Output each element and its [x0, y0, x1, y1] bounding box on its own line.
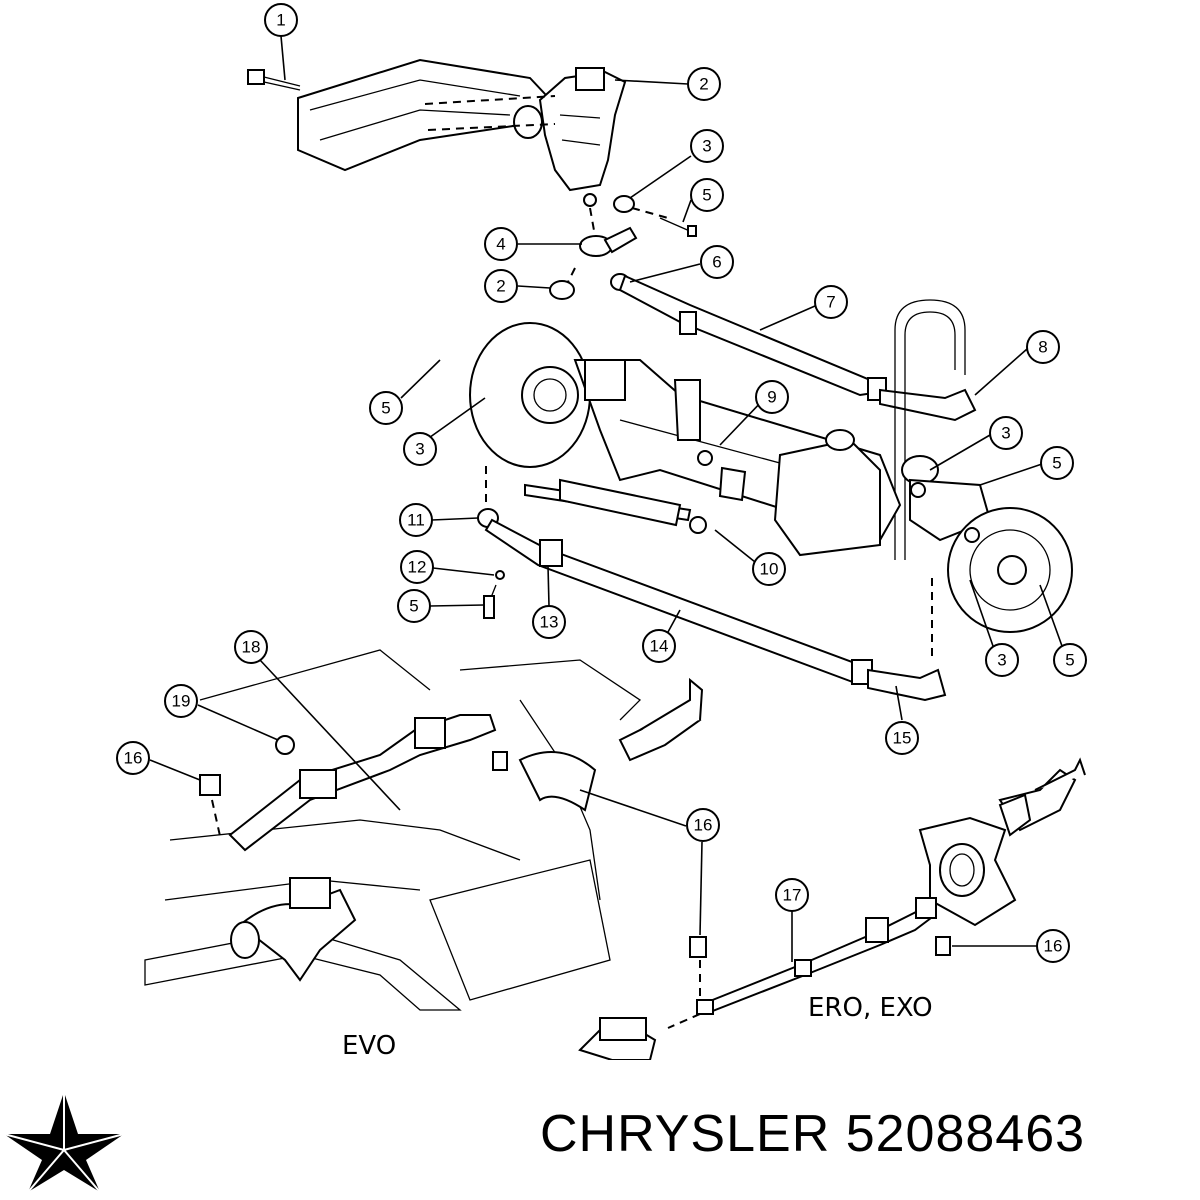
svg-text:13: 13: [540, 613, 559, 632]
callout-2: 2: [687, 67, 721, 101]
pitman-arm: [579, 226, 638, 257]
steering-linkage-diagram: 1 2 3 5 4 6 2 7 8 5 3 9 3 5 11 10 12 5 1…: [116, 3, 1087, 1060]
svg-text:9: 9: [767, 388, 776, 407]
svg-text:4: 4: [496, 235, 505, 254]
bolt-1: [247, 69, 301, 91]
callout-5: 5: [397, 589, 431, 623]
svg-text:14: 14: [650, 637, 669, 656]
callout-5: 5: [369, 391, 403, 425]
bolt-5-top: [659, 217, 697, 237]
svg-text:7: 7: [826, 293, 835, 312]
callout-17: 17: [775, 878, 809, 912]
callout-9: 9: [755, 380, 789, 414]
callout-18: 18: [234, 630, 268, 664]
u-bolt-clamp: [894, 299, 966, 560]
svg-text:15: 15: [893, 729, 912, 748]
callout-11: 11: [399, 503, 433, 537]
steering-damper: [524, 466, 747, 534]
nut-3-top: [613, 195, 635, 213]
callout-1: 1: [264, 3, 298, 37]
svg-text:8: 8: [1038, 338, 1047, 357]
callout-6: 6: [700, 245, 734, 279]
callout-5: 5: [690, 178, 724, 212]
svg-text:19: 19: [172, 692, 191, 711]
callout-16: 16: [686, 808, 720, 842]
ball-joint-9: [697, 450, 713, 466]
svg-text:16: 16: [694, 816, 713, 835]
svg-text:5: 5: [1052, 454, 1061, 473]
evo-vehicle-view: [144, 649, 704, 1011]
callout-5: 5: [1040, 446, 1074, 480]
callout-2: 2: [484, 269, 518, 303]
svg-text:16: 16: [1044, 937, 1063, 956]
svg-text:6: 6: [712, 253, 721, 272]
callout-15: 15: [885, 721, 919, 755]
svg-text:3: 3: [702, 137, 711, 156]
ero-exo-label: ERO, EXO: [808, 993, 933, 1023]
callout-14: 14: [642, 629, 676, 663]
brand-part-caption: CHRYSLER 52088463: [540, 1104, 1085, 1164]
drag-link: [610, 273, 977, 422]
callout-10: 10: [752, 552, 786, 586]
evo-label: EVO: [342, 1031, 396, 1060]
svg-text:3: 3: [1001, 424, 1010, 443]
differential-and-rotor: [773, 429, 1073, 633]
svg-text:18: 18: [242, 638, 261, 657]
svg-text:5: 5: [409, 597, 418, 616]
callout-5: 5: [1053, 643, 1087, 677]
pentastar-logo: [3, 1092, 125, 1193]
callout-8: 8: [1026, 330, 1060, 364]
leader-lines: [149, 35, 1063, 962]
callout-4: 4: [484, 227, 518, 261]
svg-text:16: 16: [124, 749, 143, 768]
nut-2-lower: [549, 280, 575, 300]
tie-rod: [477, 508, 947, 702]
svg-text:5: 5: [1065, 651, 1074, 670]
callout-16: 16: [116, 741, 150, 775]
callout-12: 12: [400, 550, 434, 584]
callout-3: 3: [985, 643, 1019, 677]
svg-text:12: 12: [408, 558, 427, 577]
callout-7: 7: [814, 285, 848, 319]
brand-name: CHRYSLER: [540, 1105, 831, 1163]
steering-gear-top: [513, 67, 627, 207]
callout-3: 3: [989, 416, 1023, 450]
svg-text:11: 11: [407, 511, 425, 530]
ero-exo-view: [578, 757, 1086, 1060]
svg-text:5: 5: [381, 399, 390, 418]
callout-13: 13: [532, 605, 566, 639]
svg-text:1: 1: [276, 11, 285, 30]
svg-text:10: 10: [760, 560, 779, 579]
callout-19: 19: [164, 684, 198, 718]
svg-text:2: 2: [496, 277, 505, 296]
svg-text:5: 5: [702, 186, 711, 205]
callout-3: 3: [403, 432, 437, 466]
callouts: 1 2 3 5 4 6 2 7 8 5 3 9 3 5 11 10 12 5 1…: [116, 3, 1087, 963]
callout-16: 16: [1036, 929, 1070, 963]
svg-text:17: 17: [783, 886, 802, 905]
part-number: 52088463: [845, 1105, 1086, 1163]
svg-text:3: 3: [997, 651, 1006, 670]
svg-text:2: 2: [699, 75, 708, 94]
nuts-3-right: [910, 482, 980, 543]
svg-text:3: 3: [415, 440, 424, 459]
callout-3: 3: [690, 129, 724, 163]
